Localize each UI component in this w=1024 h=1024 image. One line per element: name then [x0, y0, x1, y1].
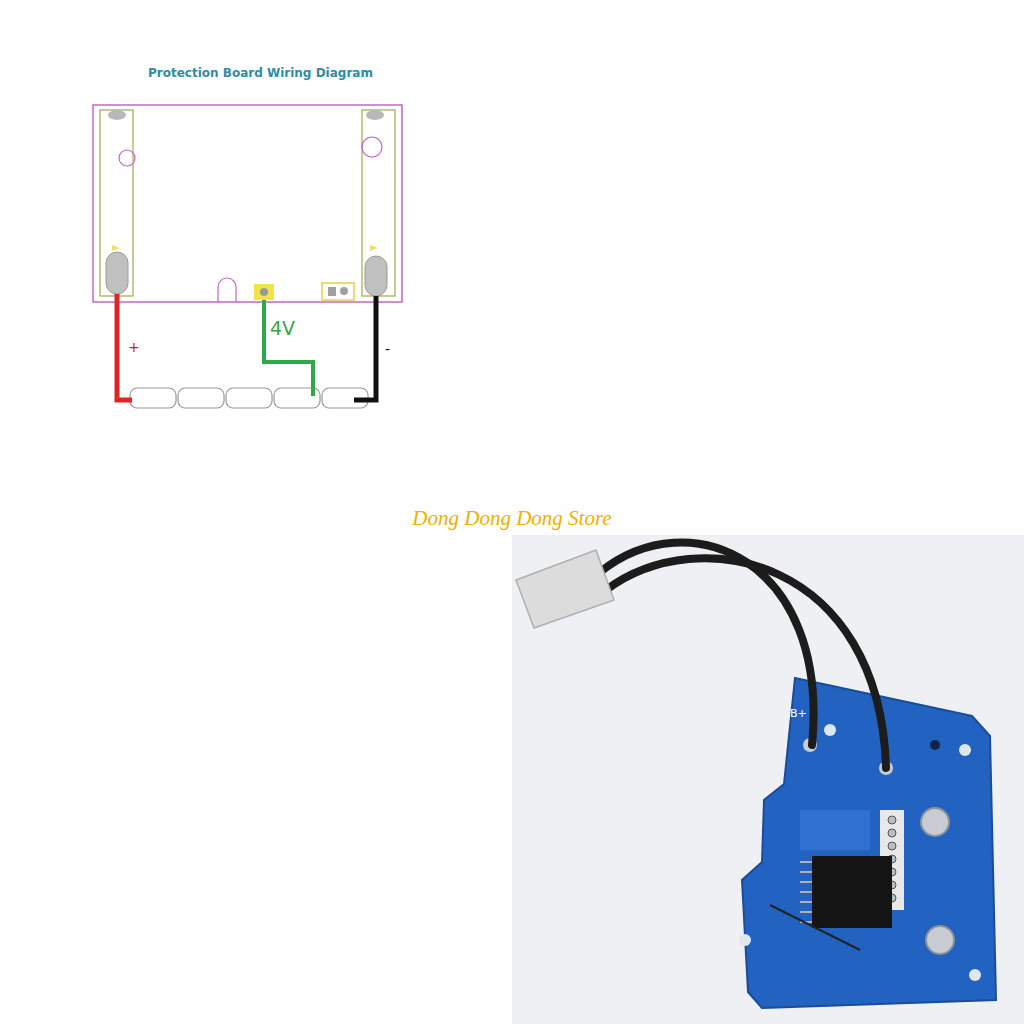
resistor-lead — [770, 905, 860, 950]
pad-minus — [365, 256, 387, 296]
pad-square — [322, 283, 354, 300]
hole — [969, 969, 981, 981]
pad — [366, 110, 384, 120]
pad-4v — [254, 284, 274, 300]
photo-background — [512, 535, 1024, 1024]
black-wire — [354, 296, 376, 400]
hole — [119, 150, 135, 166]
components — [800, 810, 870, 850]
chip-pins — [800, 862, 812, 922]
hole — [739, 934, 751, 946]
black-wire — [606, 558, 886, 768]
silkscreen-label: B+ — [790, 708, 807, 720]
pad-dot — [260, 288, 268, 296]
chip — [812, 856, 892, 928]
solder-pad — [921, 808, 949, 836]
hole — [959, 744, 971, 756]
pad-plus — [106, 252, 128, 294]
connector — [516, 550, 614, 628]
voltage-label: 4V — [270, 318, 295, 339]
marker — [112, 245, 120, 251]
terminal-sign: - — [385, 342, 390, 357]
diagram-title: Protection Board Wiring Diagram — [148, 67, 373, 80]
marker — [370, 245, 378, 251]
board-outline — [93, 105, 402, 302]
terminal-sign: + — [128, 340, 140, 355]
pad-dot — [340, 287, 348, 295]
hole — [362, 137, 382, 157]
hole — [824, 724, 836, 736]
solder-pad — [926, 926, 954, 954]
right-strip — [362, 110, 395, 296]
pcb-board — [742, 678, 996, 1008]
arch — [218, 278, 236, 302]
pad-dot — [328, 287, 336, 296]
battery-cells — [130, 388, 368, 408]
green-wire — [264, 300, 313, 396]
left-strip — [100, 110, 133, 296]
pad — [108, 110, 126, 120]
hole — [930, 740, 940, 750]
watermark: Dong Dong Dong Store — [412, 507, 611, 530]
